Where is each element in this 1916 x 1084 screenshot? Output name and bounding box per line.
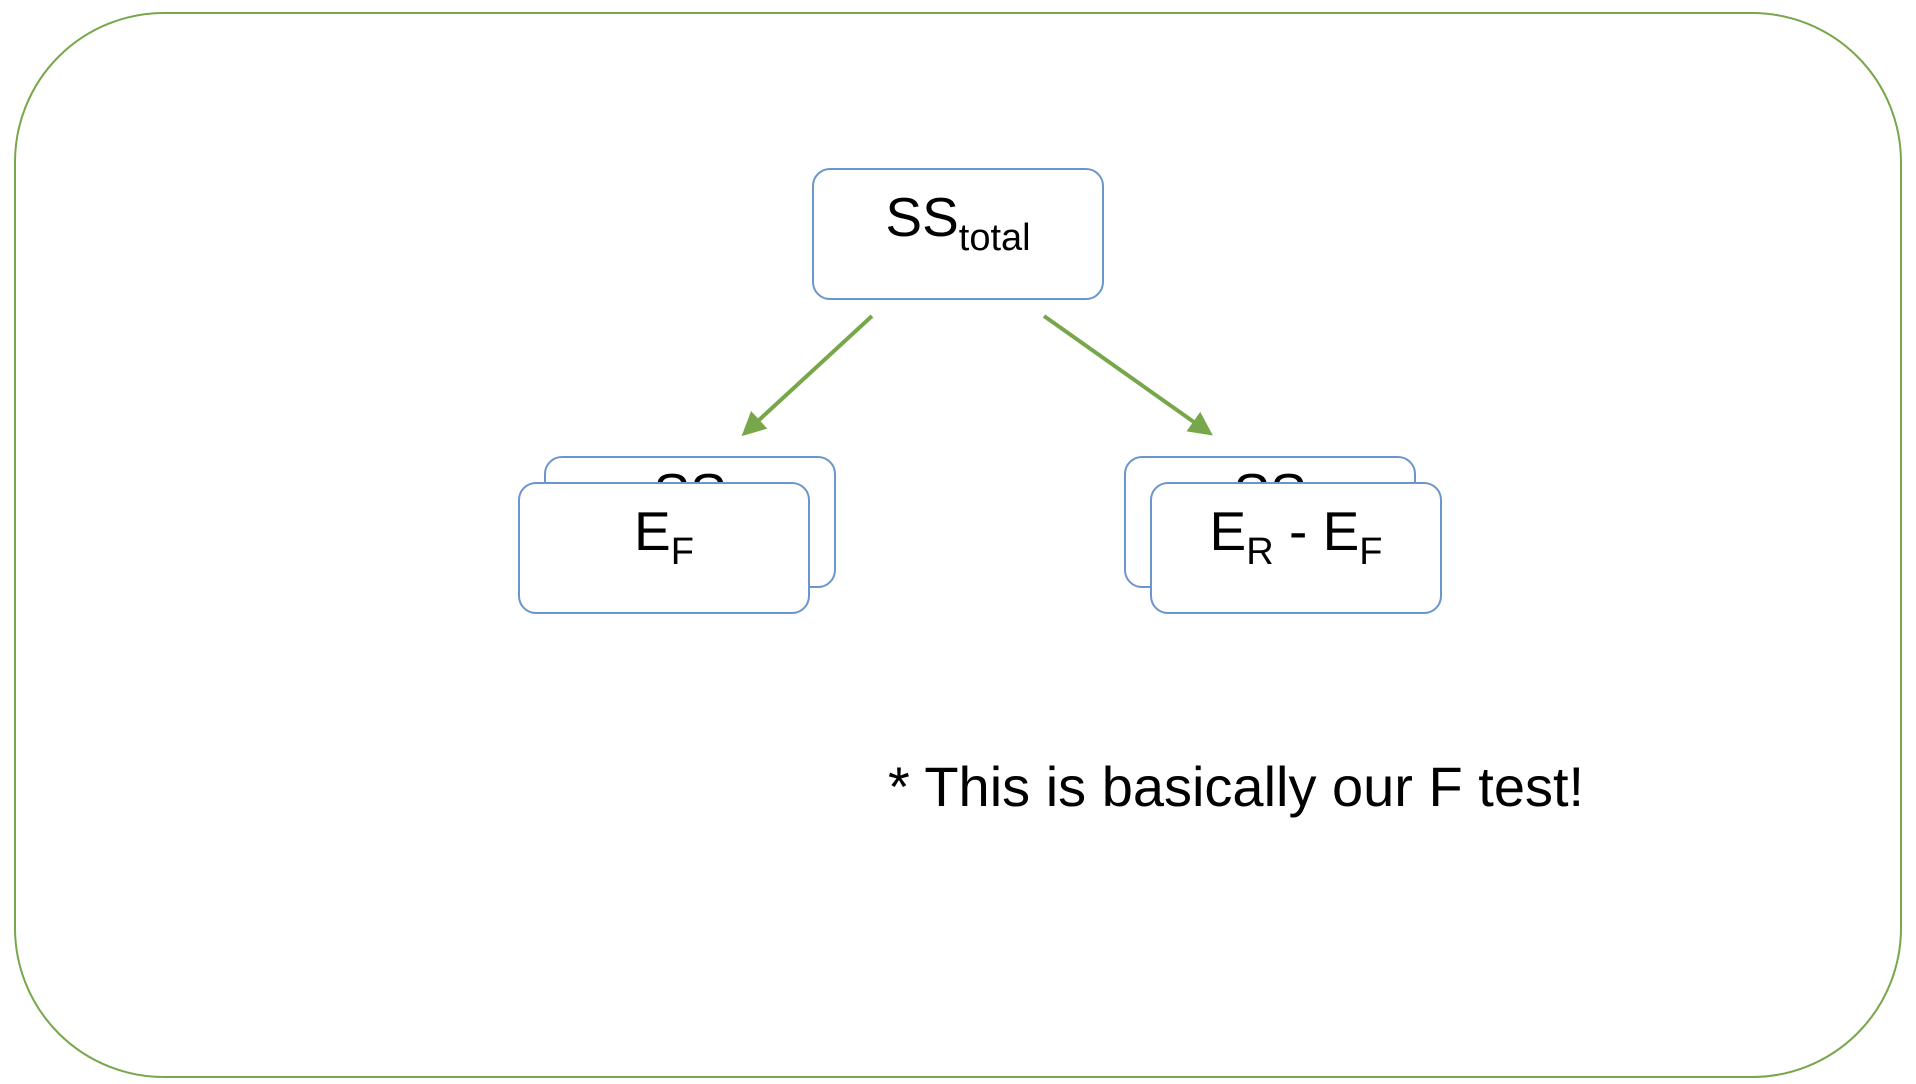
f-test-note: * This is basically our F test!	[888, 755, 1585, 818]
slide-frame	[14, 12, 1902, 1078]
root-box-label: SStotal	[885, 186, 1031, 259]
left-front-label: EF	[634, 500, 694, 573]
right-front-box-er-minus-ef: ER - EF	[1150, 482, 1442, 614]
left-front-box-ef: EF	[518, 482, 810, 614]
root-box-ss-total: SStotal	[812, 168, 1104, 300]
right-front-label: ER - EF	[1209, 500, 1383, 573]
